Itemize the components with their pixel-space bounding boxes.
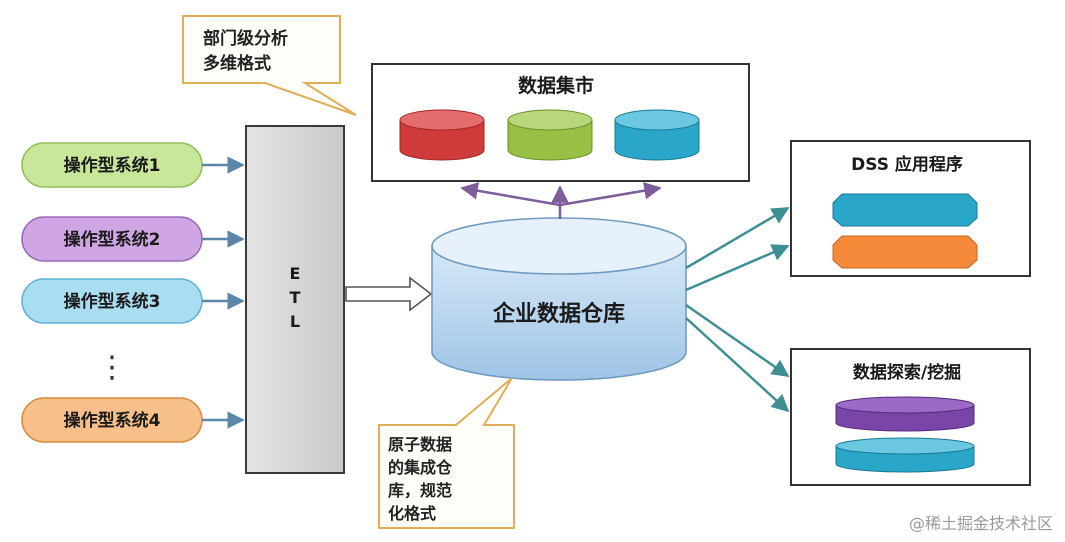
- callout-bottom-line-4: 化格式: [388, 504, 436, 523]
- green-cylinder-body: [507, 119, 593, 161]
- dss-arrow-2: [685, 244, 790, 292]
- dss-bar-orange: [832, 235, 978, 269]
- warehouse-body: [431, 245, 687, 381]
- callout-top-line-1: 部门级分析: [203, 28, 288, 49]
- callout-bottom-bubble: [378, 377, 515, 529]
- etl-letter-e: E: [290, 264, 301, 283]
- dss-arrow-1: [685, 206, 790, 270]
- callout-top-line-2: 多维格式: [203, 53, 271, 74]
- source-system-1-label: 操作型系统1: [64, 155, 161, 176]
- callout-atomic-data: 原子数据 的集成仓 库，规范 化格式: [378, 377, 515, 529]
- red-cylinder-body: [399, 119, 485, 161]
- data-mart-cylinder-green: [507, 109, 593, 161]
- blue-cylinder-top: [614, 109, 700, 131]
- source-system-2: 操作型系统2: [21, 216, 203, 262]
- callout-top-bubble: [182, 15, 357, 116]
- source-system-1: 操作型系统1: [21, 142, 203, 188]
- mining-title: 数据探索/挖掘: [853, 362, 961, 383]
- enterprise-data-warehouse: 企业数据仓库: [431, 217, 687, 381]
- callout-departmental: 部门级分析 多维格式: [182, 15, 357, 116]
- data-mart-cylinder-red: [399, 109, 485, 161]
- etl-letter-l: L: [290, 312, 300, 331]
- dss-application-box: DSS 应用程序: [790, 140, 1031, 277]
- mining-disk-blue: [835, 437, 975, 473]
- red-cylinder-top: [399, 109, 485, 131]
- callout-bottom-line-1: 原子数据: [388, 435, 452, 454]
- data-mart-title: 数据集市: [518, 74, 594, 97]
- mining-disk-purple-top: [835, 396, 975, 414]
- mining-arrow-1: [685, 303, 790, 378]
- warehouse-label: 企业数据仓库: [492, 301, 625, 327]
- mart-arrow-left: [460, 182, 561, 207]
- mining-disk-blue-top: [835, 437, 975, 455]
- dss-bar-blue: [832, 193, 978, 227]
- data-mart-box: 数据集市: [371, 63, 750, 182]
- source-to-etl-arrows: [202, 156, 245, 429]
- dss-title: DSS 应用程序: [851, 154, 963, 175]
- warehouse-to-mart-arrows: [460, 182, 662, 219]
- data-mining-box: 数据探索/挖掘: [790, 348, 1031, 486]
- source-system-2-label: 操作型系统2: [64, 229, 161, 250]
- callout-bottom-line-2: 的集成仓: [388, 458, 453, 477]
- warehouse-to-apps-arrows: [685, 206, 790, 413]
- data-mart-cylinder-blue: [614, 109, 700, 161]
- source-system-4-label: 操作型系统4: [64, 410, 161, 431]
- etl-letter-t: T: [290, 288, 301, 307]
- etl-to-warehouse-arrow: [345, 276, 433, 312]
- callout-bottom-line-3: 库，规范: [388, 481, 452, 500]
- blue-cylinder-body: [614, 119, 700, 161]
- source-system-3: 操作型系统3: [21, 278, 203, 324]
- mining-arrow-2: [685, 317, 790, 413]
- warehouse-top: [431, 217, 687, 275]
- source-system-4: 操作型系统4: [21, 397, 203, 443]
- etl-box: E T L: [245, 125, 345, 474]
- green-cylinder-top: [507, 109, 593, 131]
- source-system-3-label: 操作型系统3: [64, 291, 161, 312]
- etl-box-shape: [245, 125, 345, 474]
- mining-disk-purple: [835, 396, 975, 432]
- watermark-text: @稀土掘金技术社区: [908, 514, 1053, 533]
- ellipsis-dots: ⋮: [97, 350, 127, 385]
- mart-arrow-right: [559, 182, 662, 207]
